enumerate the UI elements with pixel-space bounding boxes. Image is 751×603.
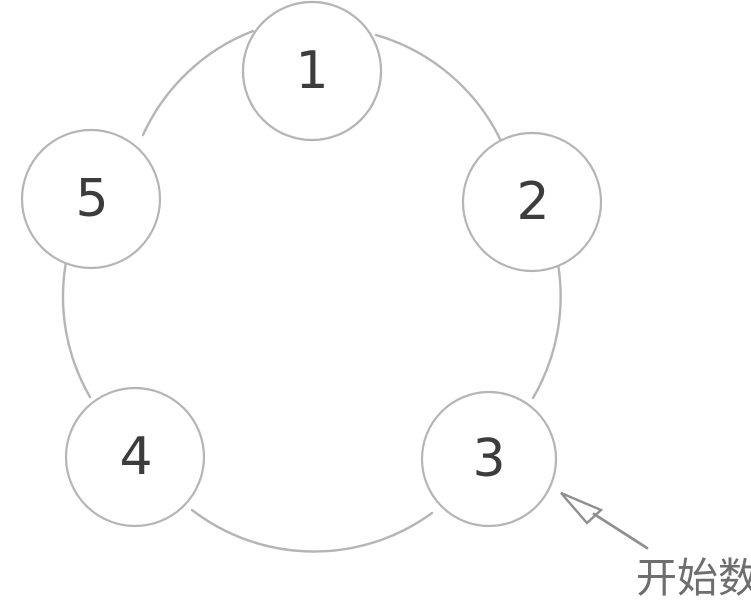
arc-node3-to-node4: [190, 508, 434, 553]
node-4-label: 4: [119, 427, 152, 487]
node-2-circle[interactable]: [461, 131, 603, 273]
node-5-label: 5: [75, 169, 108, 229]
pointer-line: [592, 512, 649, 550]
node-2[interactable]: 2: [461, 131, 603, 273]
node-1-label: 1: [295, 41, 328, 101]
arc-node5-to-node1: [141, 29, 255, 137]
node-3[interactable]: 3: [420, 390, 558, 528]
ring-arc-group: [61, 29, 562, 553]
arc-node4-to-node5: [61, 260, 92, 399]
arrow-head-icon: [560, 491, 604, 525]
arc-node2-to-node3: [531, 262, 562, 400]
node-1[interactable]: 1: [241, 0, 383, 142]
node-3-label: 3: [472, 429, 505, 489]
node-3-circle[interactable]: [420, 390, 558, 528]
start-pointer-arrow: [560, 491, 649, 550]
arc-node1-to-node2: [374, 33, 503, 143]
node-2-label: 2: [516, 172, 549, 232]
node-5[interactable]: 5: [20, 128, 162, 270]
node-4-circle[interactable]: [64, 386, 206, 528]
node-5-circle[interactable]: [20, 128, 162, 270]
node-4[interactable]: 4: [64, 386, 206, 528]
node-1-circle-geom: [241, 0, 383, 142]
start-node-annotation-label: 开始数: [636, 554, 751, 602]
